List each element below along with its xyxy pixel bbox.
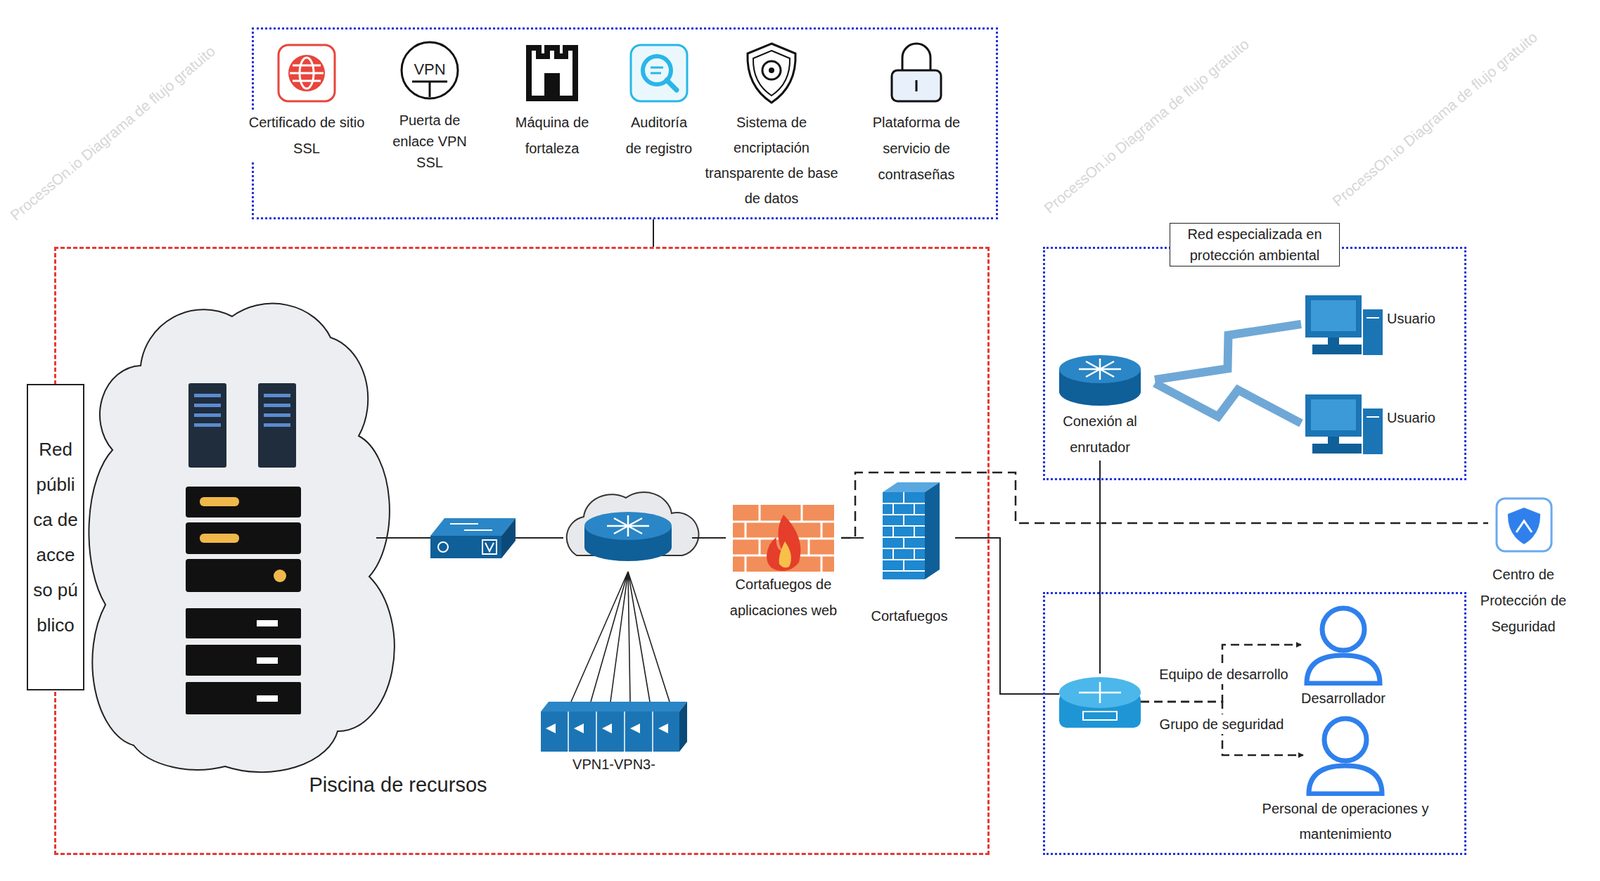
ssl-certificate: Certificado de sitio SSL [246,36,367,162]
node-label: Red pública de acceso público [32,431,79,643]
resource-cloud [88,303,394,773]
vpn-icon [401,42,458,99]
watermark: ProcessOn.io Diagrama de flujo gratuito [1329,28,1541,211]
connector [841,472,1489,539]
node-label: VPN1-VPN3- [540,751,688,778]
fortress-machine: Máquina de fortaleza [502,36,602,162]
switch [430,518,516,559]
connector [652,219,655,247]
computer-icon [1305,295,1383,356]
connector [1140,644,1302,702]
node-label: Personal de operaciones y mantenimiento [1239,796,1451,847]
node-label: Usuario [1386,410,1436,427]
firewall-icon [882,482,940,580]
vpn-gateway: Puerta de enlace VPN SSL [385,36,475,174]
node-label: Plataforma de servicio de contraseñas [863,109,970,188]
log-audit: Auditoría de registro [623,36,695,162]
connector [571,571,670,702]
switch-icon [430,518,516,559]
vpn-device: VPN1-VPN3- [540,701,688,778]
node-label: Máquina de fortaleza [502,109,602,162]
connector [1099,460,1101,674]
connector [1140,701,1304,756]
connector [692,537,726,539]
access-router: Conexión al enrutador [1045,355,1155,461]
fortress-icon [528,47,576,99]
data-center-zone: Piscina de recursosVPN1-VPN3-Cortafuegos… [54,246,990,856]
security-center-icon [1496,498,1552,552]
person-icon [1308,718,1382,795]
computer-icon [1305,394,1383,455]
node-label: Desarrollador [1280,685,1407,712]
router-icon [1059,355,1141,406]
node-label: Certificado de sitio SSL [246,109,367,162]
waf-icon [732,504,835,572]
node-label: Piscina de recursos [292,770,504,799]
server-racks [185,383,302,715]
firewall: Cortafuegos [863,482,956,630]
node-label: Cortafuegos [863,603,956,630]
operations-staff: Personal de operaciones y mantenimiento [1303,714,1388,847]
environmental-network-group: Red especializada en protección ambienta… [1042,246,1467,481]
router-cloud-icon [566,492,700,562]
web-app-firewall: Cortafuegos de aplicaciones web [725,504,842,624]
padlock-icon [902,43,931,71]
password-platform: Plataforma de servicio de contraseñas [863,36,970,188]
connector [1154,324,1302,380]
node-label: Cortafuegos de aplicaciones web [725,571,842,624]
user-computer: Usuario [1301,293,1449,356]
connector [1154,383,1302,424]
connector [376,537,431,539]
staff-switch [1059,673,1141,728]
person-icon [1306,608,1380,684]
node-label: Auditoría de registro [623,109,695,162]
public-network-box: Red pública de acceso público [26,384,85,691]
edge-label: Equipo de desarrollo [1156,664,1290,685]
icon-text: VPN [408,60,451,79]
vpn-device-icon [540,701,688,752]
db-encryption: Sistema de encriptación transparente de … [697,36,846,211]
security-center: Centro de Protección de Seguridad [1488,497,1559,640]
switch-icon [1059,677,1141,728]
node-label: Usuario [1386,310,1436,328]
group-title: Red especializada en protección ambienta… [1169,222,1340,267]
connector [515,537,564,539]
developer: Desarrollador [1301,604,1386,712]
node-label: Puerta de enlace VPN SSL [385,109,475,174]
security-services-group: Certificado de sitio SSLPuerta de enlace… [251,27,998,220]
watermark: ProcessOn.io Diagrama de flujo gratuito [1040,35,1253,218]
resource-pool: Piscina de recursos [101,309,377,774]
ssl-icon [278,45,335,102]
encryption-icon [747,43,796,103]
node-label: Conexión al enrutador [1045,408,1155,461]
watermark: ProcessOn.io Diagrama de flujo gratuito [7,42,219,225]
core-router [563,493,693,572]
user-computer: Usuario [1301,393,1449,455]
node-label: Sistema de encriptación transparente de … [697,109,846,211]
audit-icon [630,45,688,102]
edge-label: Grupo de seguridad [1157,714,1287,735]
node-label: Centro de Protección de Seguridad [1467,561,1580,640]
